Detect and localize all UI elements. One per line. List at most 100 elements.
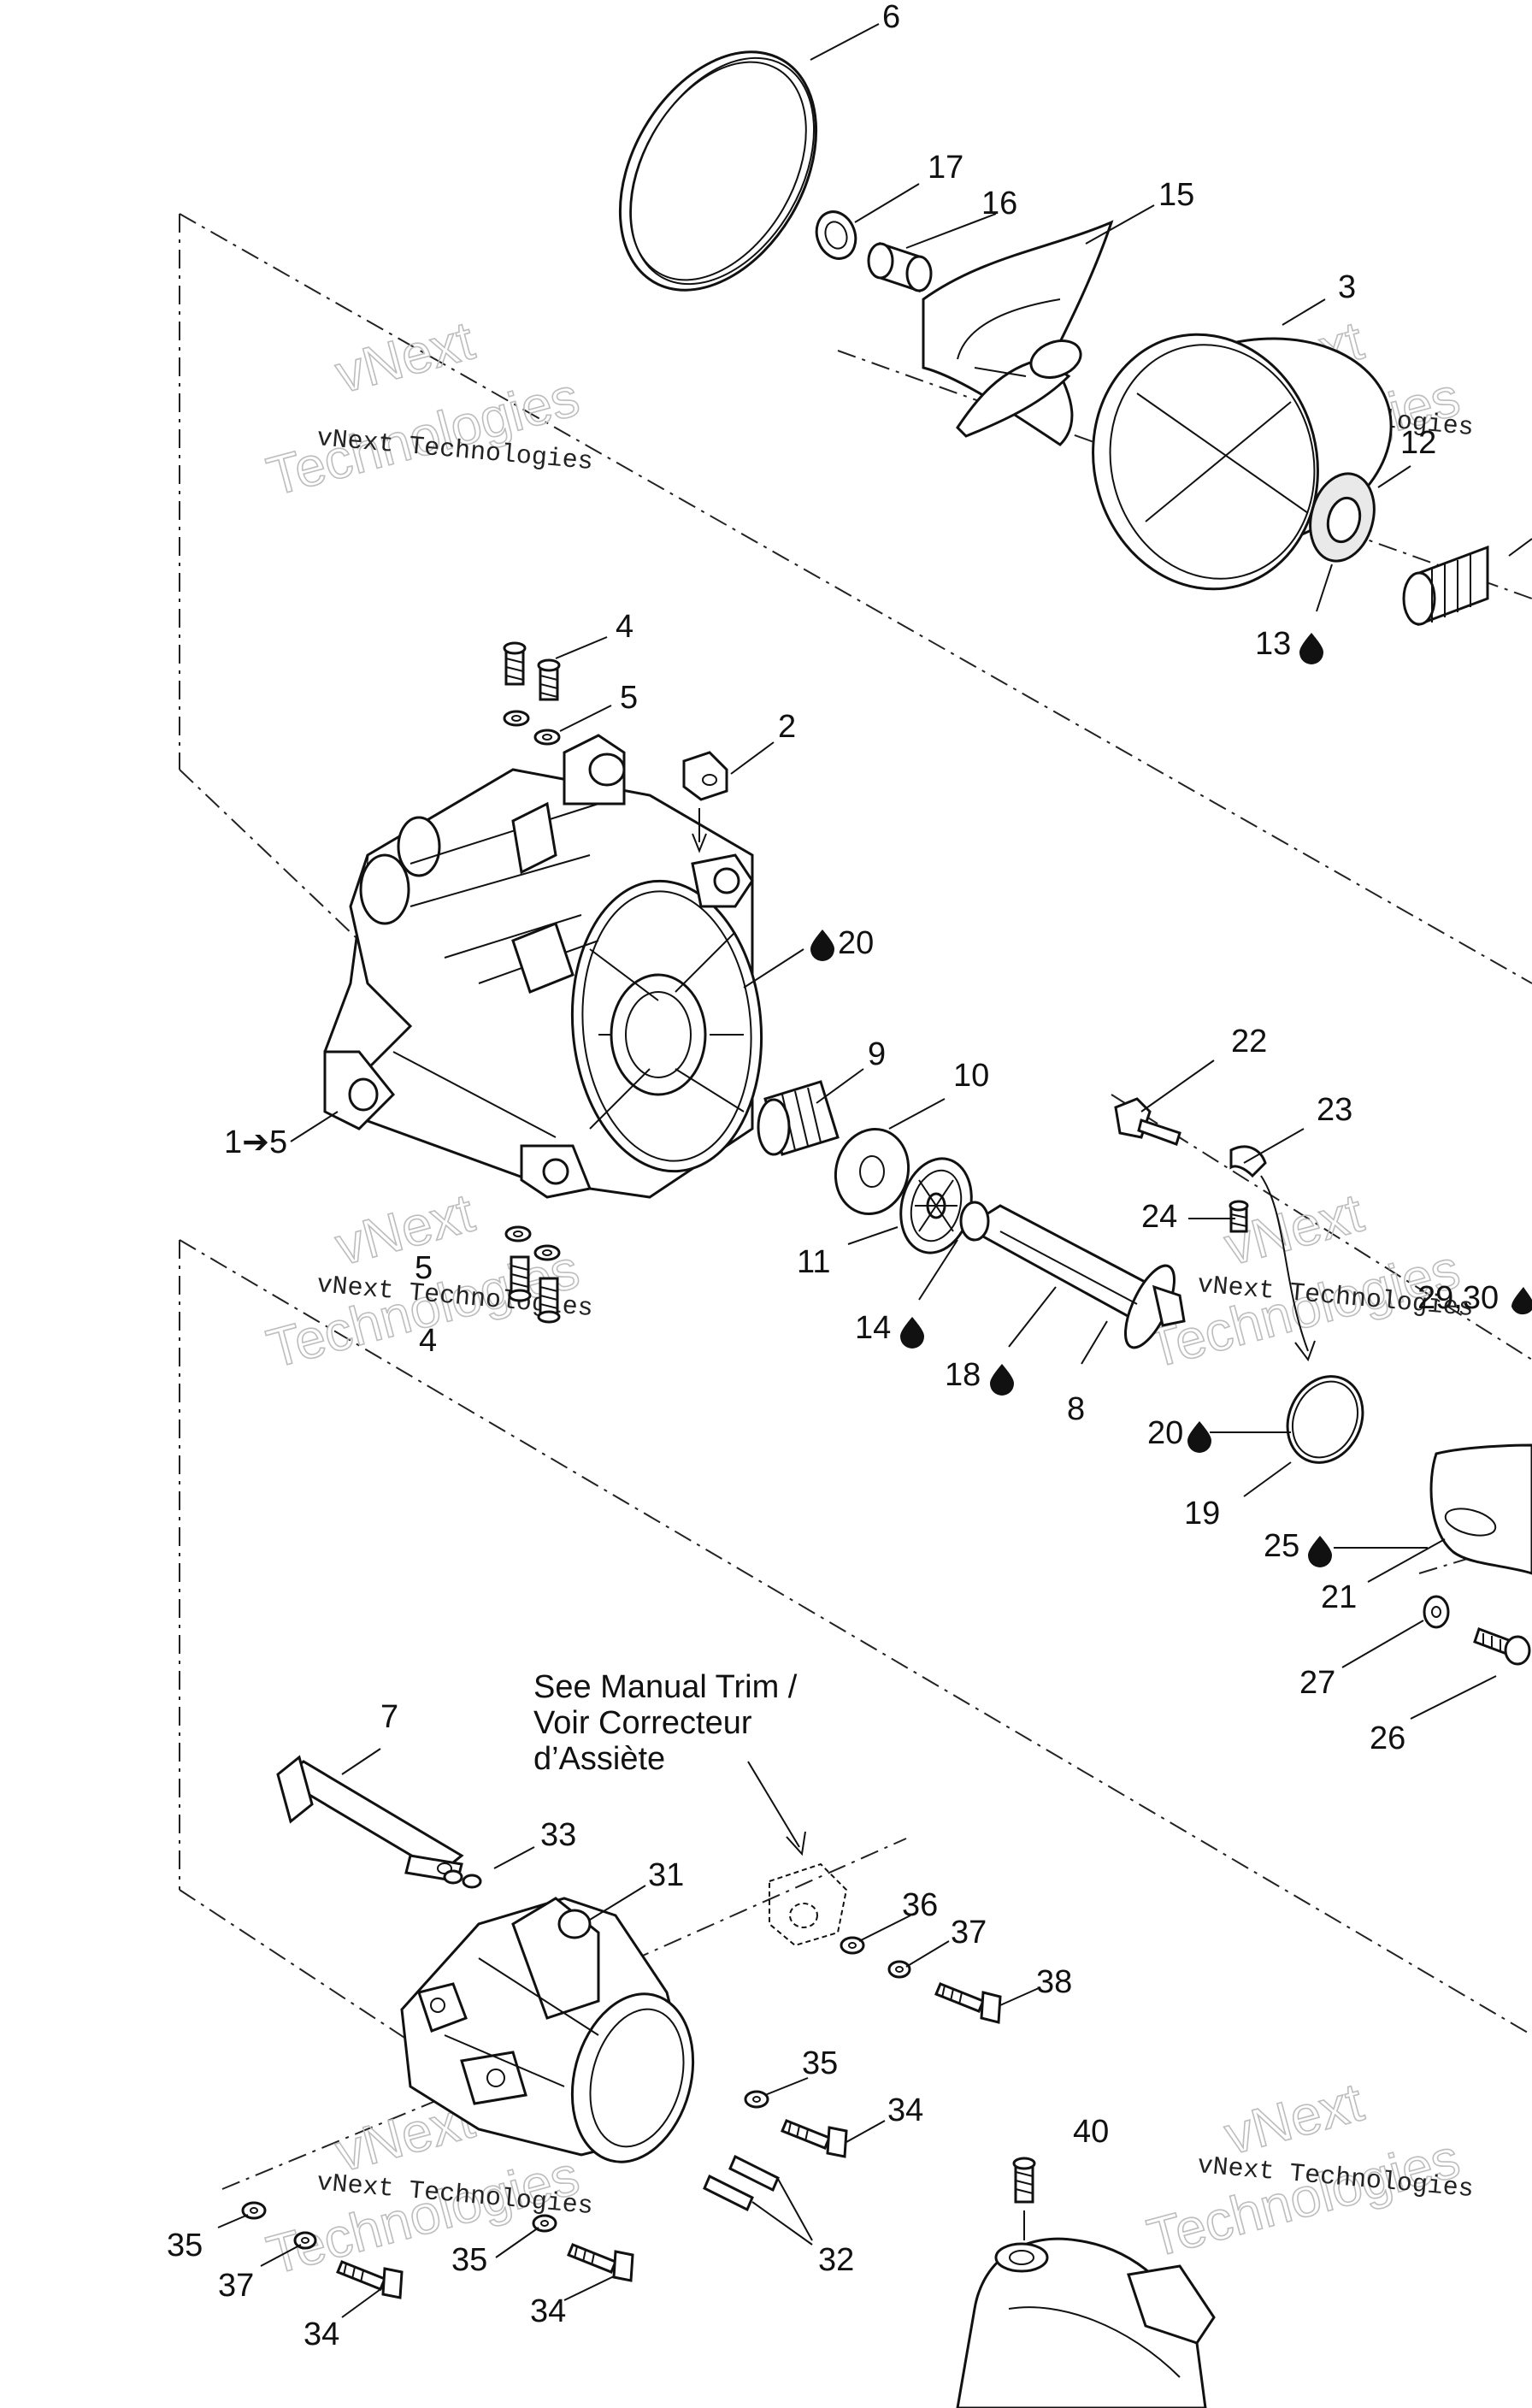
part-16-sleeve [867, 241, 933, 293]
part-33-rings [443, 1869, 482, 1889]
part-32-dowel-pins [703, 2154, 780, 2212]
label-24: 24 [1141, 1199, 1177, 1235]
part-11-thrust-bearing [899, 1157, 973, 1254]
label-20-top-group: 20 [810, 925, 874, 961]
label-18: 18 [945, 1357, 981, 1393]
label-9: 9 [868, 1036, 886, 1072]
label-8: 8 [1067, 1391, 1085, 1427]
label-4-top: 4 [616, 609, 633, 645]
label-17: 17 [928, 150, 963, 186]
watermark-big-1: vNext [329, 310, 480, 405]
label-15: 15 [1158, 177, 1194, 213]
note-line-2: Voir Correcteur [533, 1705, 752, 1741]
label-25: 25 [1264, 1528, 1299, 1564]
part-24-screw [1229, 1200, 1249, 1233]
watermark-bottom-right: vNext Technologies vNext Technologies [1140, 2070, 1475, 2270]
part-8-drive-shaft [959, 1201, 1186, 1349]
part-10-washer [834, 1127, 910, 1216]
lubricant-drop-icon [1299, 633, 1323, 664]
label-10: 10 [953, 1058, 989, 1094]
label-29-30: 29,30 [1417, 1280, 1499, 1316]
label-5-top: 5 [620, 680, 638, 716]
part-number-labels: 6 17 16 15 3 12 13 4 5 2 20 1➔5 9 10 22 … [167, 0, 1532, 2352]
lubricant-drop-icon [1308, 1536, 1332, 1567]
label-14: 14 [855, 1310, 891, 1346]
part-35-washer-b [241, 2201, 267, 2220]
part-4-bolts-top [503, 641, 561, 701]
lubricant-drop-icon [810, 930, 834, 961]
watermark-big-1: vNext [329, 1182, 480, 1278]
label-5-bottom: 5 [415, 1250, 433, 1286]
label-34-left: 34 [303, 2317, 339, 2352]
part-35-washer-a [744, 2090, 769, 2109]
label-22: 22 [1231, 1024, 1267, 1059]
label-29-30-group: 29,30 [1417, 1280, 1532, 1316]
part-steering-nozzle [956, 2237, 1216, 2408]
label-1-5: 1➔5 [224, 1124, 287, 1160]
part-9-needle-bearing [757, 1080, 840, 1156]
label-37-right: 37 [951, 1915, 987, 1951]
watermark-big-1: vNext [1218, 2071, 1370, 2167]
part-38-bolt [934, 1982, 1002, 2024]
label-11: 11 [797, 1244, 830, 1280]
manual-trim-reference-note: See Manual Trim / Voir Correcteur d’Assi… [533, 1669, 798, 1777]
part-27-washer [1423, 1595, 1450, 1629]
label-34-middle: 34 [530, 2293, 566, 2329]
part-1-pump-housing [323, 734, 763, 1199]
label-40: 40 [1073, 2114, 1109, 2150]
part-34-bolt-b [336, 2260, 404, 2299]
part-needle-bearing-top [1402, 545, 1489, 627]
part-7-pin [276, 1755, 464, 1883]
leader-arrow-23 [1260, 1175, 1309, 1352]
label-19: 19 [1184, 1496, 1220, 1532]
leader-arrowhead-23 [1294, 1340, 1316, 1362]
part-37-lock-washer-a [887, 1960, 911, 1979]
lubricant-drop-icon [1187, 1421, 1211, 1453]
part-17-bushing [815, 210, 857, 260]
label-38: 38 [1036, 1964, 1072, 2000]
label-32: 32 [818, 2242, 854, 2278]
label-4-bottom: 4 [419, 1323, 437, 1359]
label-13-group: 13 [1255, 626, 1323, 664]
part-36-washer [840, 1936, 865, 1955]
lubricant-drop-icon [900, 1317, 924, 1349]
part-5-washers-top [503, 710, 561, 746]
label-31: 31 [648, 1857, 684, 1893]
label-25-group: 25 [1264, 1528, 1332, 1567]
label-23: 23 [1317, 1092, 1352, 1128]
label-20-bottom-group: 20 [1147, 1415, 1211, 1453]
label-2: 2 [778, 709, 796, 745]
label-35-right: 35 [802, 2045, 838, 2081]
label-37-left: 37 [218, 2268, 254, 2304]
label-16: 16 [981, 186, 1017, 221]
label-34-right: 34 [887, 2092, 923, 2128]
part-26-screw [1473, 1627, 1531, 1666]
label-3: 3 [1338, 269, 1356, 305]
lubricant-drop-icon [990, 1364, 1014, 1396]
label-20-top: 20 [838, 925, 874, 961]
manual-trim-ghost-part [747, 1761, 848, 1947]
lubricant-drop-icon [1511, 1287, 1532, 1315]
label-6: 6 [882, 0, 900, 35]
part-21-cone [1429, 1443, 1532, 1575]
label-33: 33 [540, 1817, 576, 1853]
label-26: 26 [1370, 1720, 1405, 1756]
part-6-wear-ring [618, 50, 818, 292]
note-line-3: d’Assiète [533, 1741, 665, 1777]
watermark-top-left: vNext Technologies vNext Technologies [260, 309, 594, 509]
label-27: 27 [1299, 1665, 1335, 1701]
part-19-o-ring [1286, 1375, 1364, 1464]
part-2-insert [682, 751, 728, 853]
part-15-impeller [922, 220, 1114, 446]
label-13: 13 [1255, 626, 1291, 662]
label-12: 12 [1400, 425, 1436, 461]
part-31-venturi-nozzle [400, 1897, 695, 2163]
label-7: 7 [380, 1699, 398, 1735]
part-4-bolts-bottom [508, 1255, 561, 1324]
part-40-screw [1012, 2157, 1036, 2240]
part-12-seal [1309, 472, 1376, 563]
label-35-left: 35 [167, 2228, 203, 2263]
label-35-middle: 35 [451, 2242, 487, 2278]
label-18-group: 18 [945, 1357, 1014, 1396]
